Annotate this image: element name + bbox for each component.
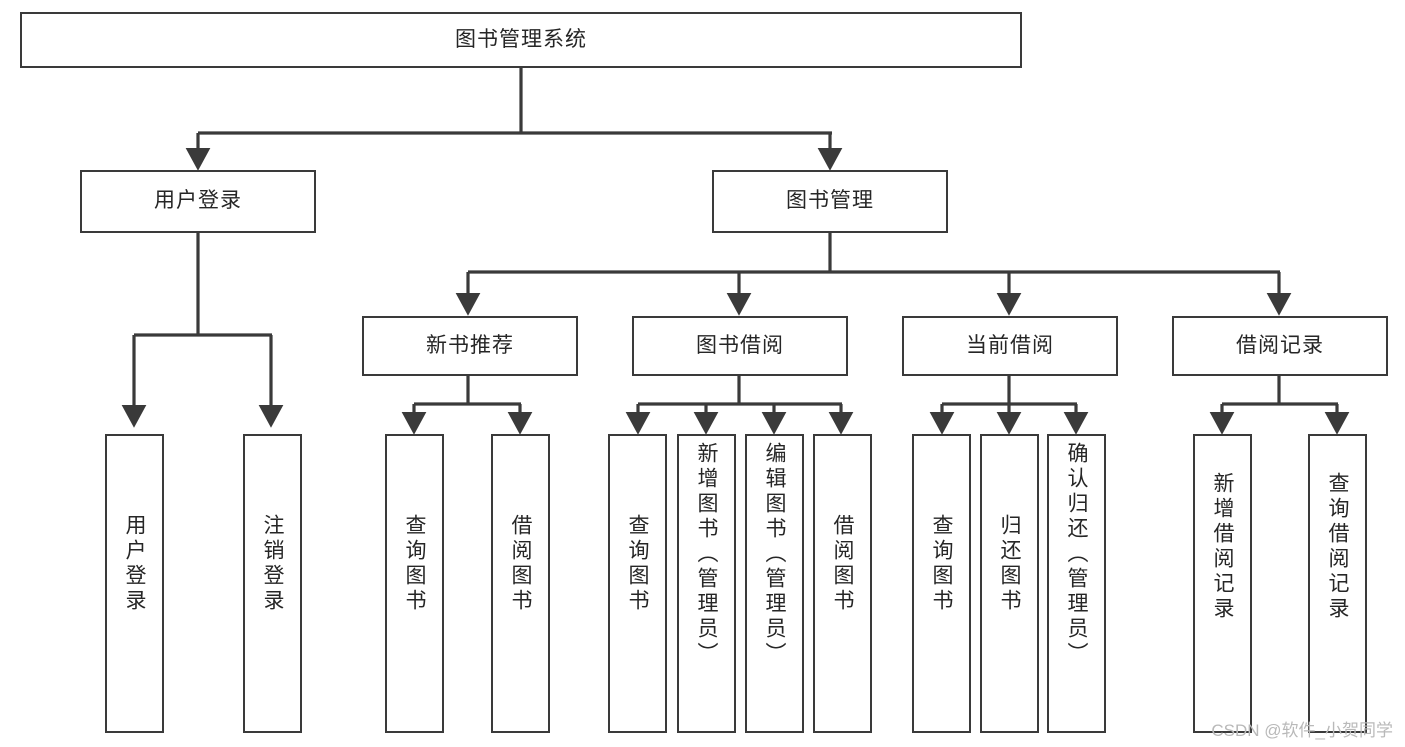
node-leaf-return-book[interactable]: 归还图书: [980, 434, 1039, 733]
node-leaf-user-login-label: 用户登录: [123, 514, 146, 614]
node-book-manage-label: 图书管理: [786, 189, 874, 213]
node-leaf-logout-label: 注销登录: [261, 514, 284, 614]
node-leaf-edit-book[interactable]: 编辑图书（管理员）: [745, 434, 804, 733]
node-user-login[interactable]: 用户登录: [80, 170, 316, 233]
node-leaf-logout[interactable]: 注销登录: [243, 434, 302, 733]
node-leaf-query-book-2-label: 查询图书: [626, 514, 649, 614]
node-leaf-query-record-label: 查询借阅记录: [1326, 472, 1349, 622]
node-leaf-edit-book-label: 编辑图书（管理员）: [763, 442, 786, 667]
node-leaf-query-record[interactable]: 查询借阅记录: [1308, 434, 1367, 733]
node-leaf-add-record[interactable]: 新增借阅记录: [1193, 434, 1252, 733]
node-leaf-borrow-book-2-label: 借阅图书: [831, 514, 854, 614]
node-user-login-label: 用户登录: [154, 189, 242, 213]
node-leaf-add-book-label: 新增图书（管理员）: [695, 442, 718, 667]
node-leaf-query-book-2[interactable]: 查询图书: [608, 434, 667, 733]
node-current-borrow-label: 当前借阅: [966, 333, 1054, 357]
node-root[interactable]: 图书管理系统: [20, 12, 1022, 68]
node-new-book-rec[interactable]: 新书推荐: [362, 316, 578, 376]
node-book-borrow-label: 图书借阅: [696, 333, 784, 357]
node-leaf-user-login[interactable]: 用户登录: [105, 434, 164, 733]
node-leaf-borrow-book-1[interactable]: 借阅图书: [491, 434, 550, 733]
node-leaf-add-record-label: 新增借阅记录: [1211, 472, 1234, 622]
node-leaf-add-book[interactable]: 新增图书（管理员）: [677, 434, 736, 733]
node-borrow-record[interactable]: 借阅记录: [1172, 316, 1388, 376]
node-leaf-confirm-return[interactable]: 确认归还（管理员）: [1047, 434, 1106, 733]
watermark: CSDN @软件_小贺同学: [1211, 721, 1393, 740]
node-leaf-borrow-book-2[interactable]: 借阅图书: [813, 434, 872, 733]
node-book-borrow[interactable]: 图书借阅: [632, 316, 848, 376]
node-book-manage[interactable]: 图书管理: [712, 170, 948, 233]
node-leaf-confirm-return-label: 确认归还（管理员）: [1065, 442, 1088, 667]
node-leaf-query-book-3[interactable]: 查询图书: [912, 434, 971, 733]
node-leaf-borrow-book-1-label: 借阅图书: [509, 514, 532, 614]
node-leaf-return-book-label: 归还图书: [998, 514, 1021, 614]
node-current-borrow[interactable]: 当前借阅: [902, 316, 1118, 376]
node-leaf-query-book-1[interactable]: 查询图书: [385, 434, 444, 733]
node-new-book-rec-label: 新书推荐: [426, 333, 514, 357]
node-borrow-record-label: 借阅记录: [1236, 333, 1324, 357]
node-root-label: 图书管理系统: [455, 27, 587, 51]
node-leaf-query-book-1-label: 查询图书: [403, 514, 426, 614]
node-leaf-query-book-3-label: 查询图书: [930, 514, 953, 614]
